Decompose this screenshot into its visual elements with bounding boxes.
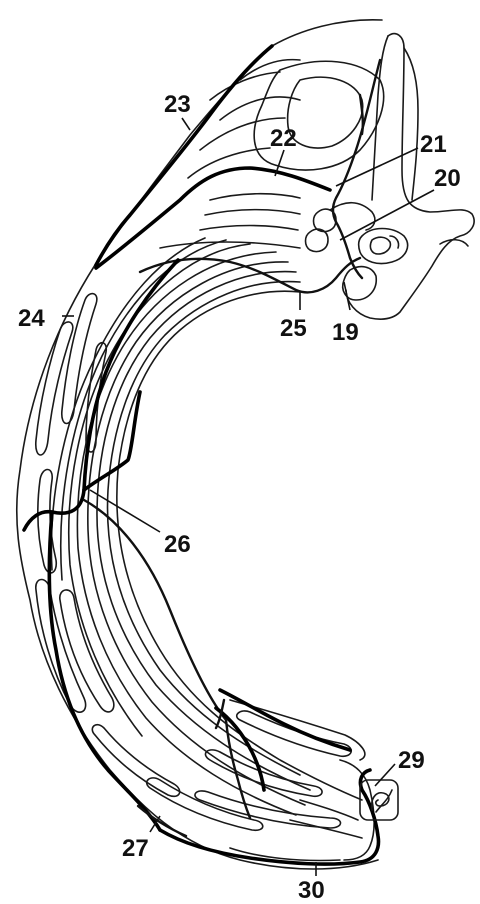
leader-19 [344, 282, 350, 310]
upper-bony-structures [160, 34, 474, 319]
label-27: 27 [122, 835, 149, 862]
label-23: 23 [164, 91, 191, 118]
label-26: 26 [164, 531, 191, 558]
leader-20 [340, 190, 434, 240]
ganglion-box [360, 780, 398, 820]
label-22: 22 [270, 125, 297, 152]
label-30: 30 [298, 877, 325, 904]
label-25: 25 [280, 315, 307, 342]
label-19: 19 [332, 319, 359, 346]
label-24: 24 [18, 305, 45, 332]
leader-29 [375, 764, 395, 786]
label-21: 21 [420, 131, 447, 158]
label-20: 20 [434, 165, 461, 192]
leader-21 [336, 148, 418, 186]
leader-23 [182, 118, 190, 130]
label-29: 29 [398, 747, 425, 774]
